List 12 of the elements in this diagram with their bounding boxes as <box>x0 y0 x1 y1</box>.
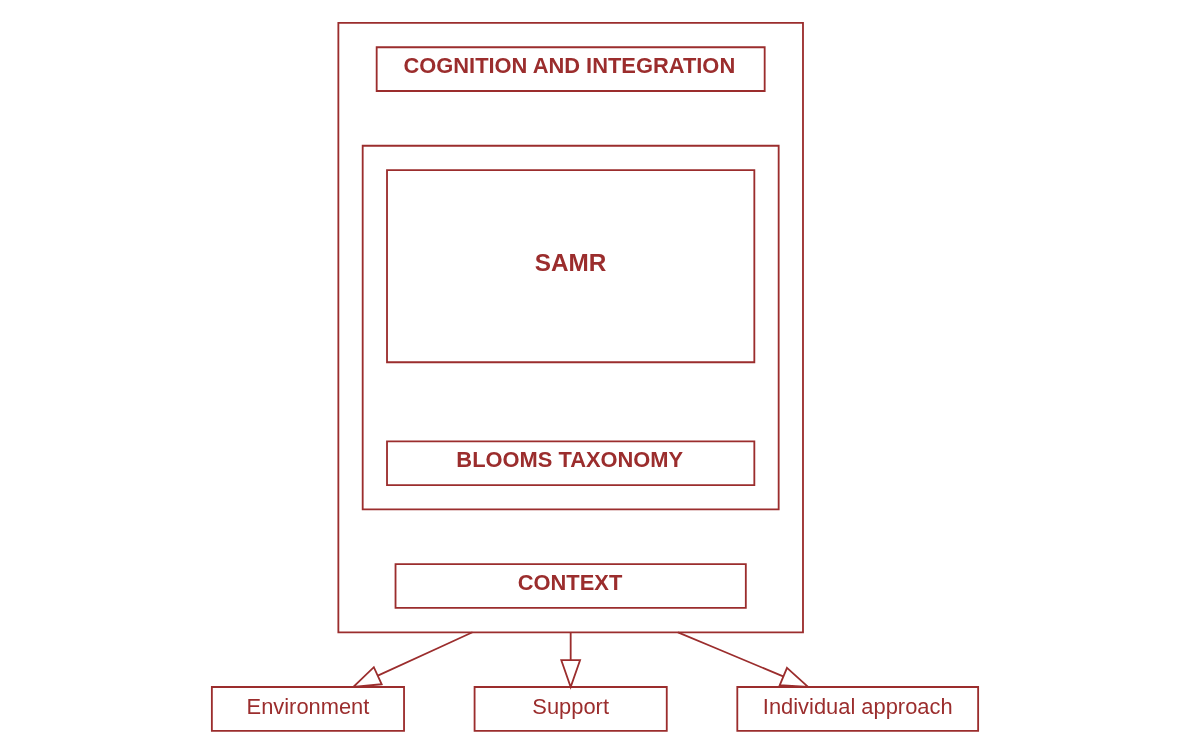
cluster <box>337 22 804 634</box>
cluster <box>361 144 780 511</box>
node-box: Support <box>473 686 668 732</box>
node-box: SAMR <box>386 169 756 364</box>
node-box: BLOOMS TAXONOMY <box>386 440 756 487</box>
arrow <box>560 631 582 690</box>
node-box: Environment <box>210 686 405 732</box>
node-box: COGNITION AND INTEGRATION <box>375 46 766 92</box>
node-box: Individual approach <box>736 686 980 732</box>
arrow <box>677 631 811 688</box>
arrow <box>350 631 474 688</box>
node-box: CONTEXT <box>394 563 747 609</box>
